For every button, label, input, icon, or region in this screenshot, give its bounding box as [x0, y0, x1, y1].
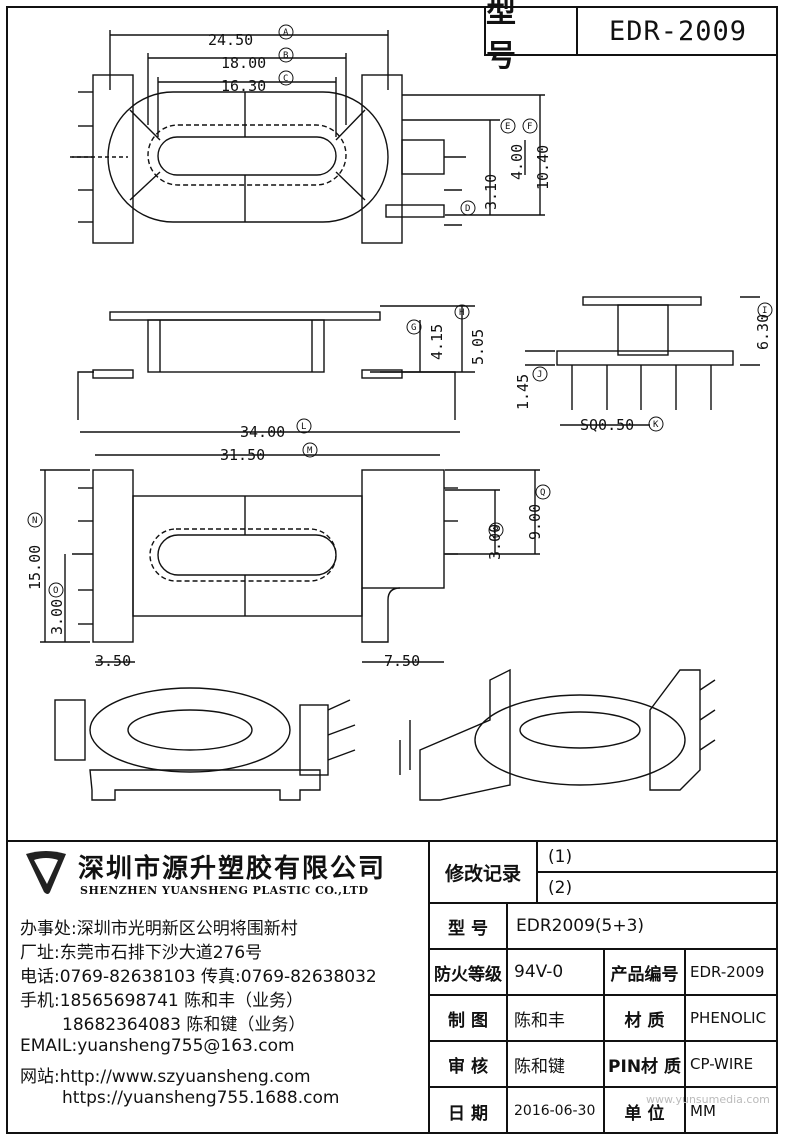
svg-text:Q: Q [540, 488, 545, 498]
svg-text:J: J [537, 370, 542, 380]
marker-k: K [648, 416, 664, 432]
mobile-2: 18682364083 陈和键（业务） [62, 1015, 306, 1035]
isometric-view-left [54, 687, 356, 801]
bottom-view [40, 454, 540, 663]
marker-n: N [27, 512, 43, 528]
website-1[interactable]: 网站:http://www.szyuansheng.com [20, 1067, 311, 1087]
side-view [77, 305, 475, 433]
marker-m: M [302, 442, 318, 458]
svg-text:M: M [307, 446, 313, 456]
isometric-view-right [399, 668, 716, 801]
product-no-value: EDR-2009 [690, 963, 765, 981]
dim-18-00: 18.00 [221, 54, 266, 72]
dim-sq: SQ0.50 [580, 416, 634, 434]
dim-6-30: 6.30 [754, 314, 772, 350]
mobile-1: 手机:18565698741 陈和丰（业务） [20, 991, 304, 1011]
dim-5-05: 5.05 [469, 329, 487, 365]
svg-text:H: H [459, 308, 464, 318]
svg-text:B: B [283, 51, 288, 61]
unit-label: 单 位 [624, 1103, 665, 1124]
svg-text:A: A [283, 28, 289, 38]
drawing-sheet [6, 6, 778, 1134]
dim-15-00: 15.00 [26, 545, 44, 590]
svg-text:I: I [762, 306, 767, 316]
date-label: 日 期 [448, 1103, 488, 1124]
marker-q: Q [535, 484, 551, 500]
unit-value: MM [690, 1102, 716, 1120]
dim-3-10: 3.10 [482, 174, 500, 210]
fire-rating-value: 94V-0 [514, 962, 564, 982]
dim-1-45: 1.45 [514, 374, 532, 410]
dim-10-40: 10.40 [534, 145, 552, 190]
svg-text:L: L [301, 422, 306, 432]
model-number: EDR-2009 [608, 15, 748, 47]
marker-l: L [296, 418, 312, 434]
marker-g: G [406, 319, 422, 335]
marker-b: B [278, 47, 294, 63]
model-label-cell: 型 号 [448, 918, 488, 939]
dim-34-00: 34.00 [240, 423, 285, 441]
top-view [70, 30, 545, 244]
material-value: PHENOLIC [690, 1009, 767, 1027]
dim-4-00: 4.00 [508, 144, 526, 180]
watermark: www.yunsumedia.com [646, 1093, 770, 1106]
material-label: 材 质 [624, 1010, 665, 1031]
svg-text:G: G [411, 323, 416, 333]
email[interactable]: EMAIL:yuansheng755@163.com [20, 1036, 295, 1056]
marker-j: J [532, 366, 548, 382]
product-no-label: 产品编号 [610, 964, 679, 985]
marker-a: A [278, 24, 294, 40]
dim-4-15: 4.15 [428, 324, 446, 360]
drawn-by-label: 制 图 [448, 1010, 488, 1031]
svg-text:F: F [527, 122, 532, 132]
date-value: 2016-06-30 [514, 1103, 596, 1119]
dim-16-30: 16.30 [221, 77, 266, 95]
drawn-by-value: 陈和丰 [514, 1010, 565, 1031]
factory-address: 厂址:东莞市石排下沙大道276号 [20, 943, 263, 963]
fire-rating-label: 防火等级 [434, 964, 502, 985]
revision-2: (2) [548, 877, 573, 898]
svg-text:N: N [32, 516, 37, 526]
title-table: 深圳市源升塑胶有限公司 SHENZHEN YUANSHENG PLASTIC C… [6, 840, 778, 1134]
svg-text:C: C [283, 74, 288, 84]
dim-3-00-right: 3.00 [486, 524, 504, 560]
svg-text:K: K [653, 420, 659, 430]
dim-3-00-left: 3.00 [48, 599, 66, 635]
dim-7-50: 7.50 [384, 652, 420, 670]
phone-fax: 电话:0769-82638103 传真:0769-82638032 [20, 967, 377, 987]
svg-text:O: O [53, 586, 58, 596]
office-address: 办事处:深圳市光明新区公明将围新村 [20, 919, 298, 939]
model-value-cell: EDR2009(5+3) [516, 916, 645, 936]
svg-text:P: P [493, 526, 499, 536]
pin-material-label: PIN材 质 [608, 1056, 681, 1077]
pin-material-value: CP-WIRE [690, 1055, 754, 1073]
revision-label: 修改记录 [444, 862, 521, 885]
marker-c: C [278, 70, 294, 86]
marker-d: D [460, 200, 476, 216]
revision-1: (1) [548, 846, 573, 867]
end-view [525, 296, 760, 426]
dim-3-50: 3.50 [95, 652, 131, 670]
dim-24-50: 24.50 [208, 31, 253, 49]
technical-drawing: 24.50 18.00 16.30 4.00 10.40 3.10 4.15 5… [26, 24, 773, 801]
checked-by-value: 陈和键 [514, 1056, 565, 1077]
dim-9-00: 9.00 [526, 504, 544, 540]
marker-h: H [454, 304, 470, 320]
svg-text:D: D [465, 204, 470, 214]
marker-i: I [757, 302, 773, 318]
website-2[interactable]: https://yuansheng755.1688.com [62, 1088, 340, 1108]
company-name-cn: 深圳市源升塑胶有限公司 [78, 854, 387, 884]
marker-e: E [500, 118, 516, 134]
marker-o: O [48, 582, 64, 598]
company-logo [26, 851, 66, 894]
dim-31-50: 31.50 [220, 446, 265, 464]
company-name-en: SHENZHEN YUANSHENG PLASTIC CO.,LTD [80, 884, 369, 897]
svg-text:E: E [505, 122, 510, 132]
marker-p: P [488, 522, 504, 538]
checked-by-label: 审 核 [448, 1056, 488, 1077]
marker-f: F [522, 118, 538, 134]
